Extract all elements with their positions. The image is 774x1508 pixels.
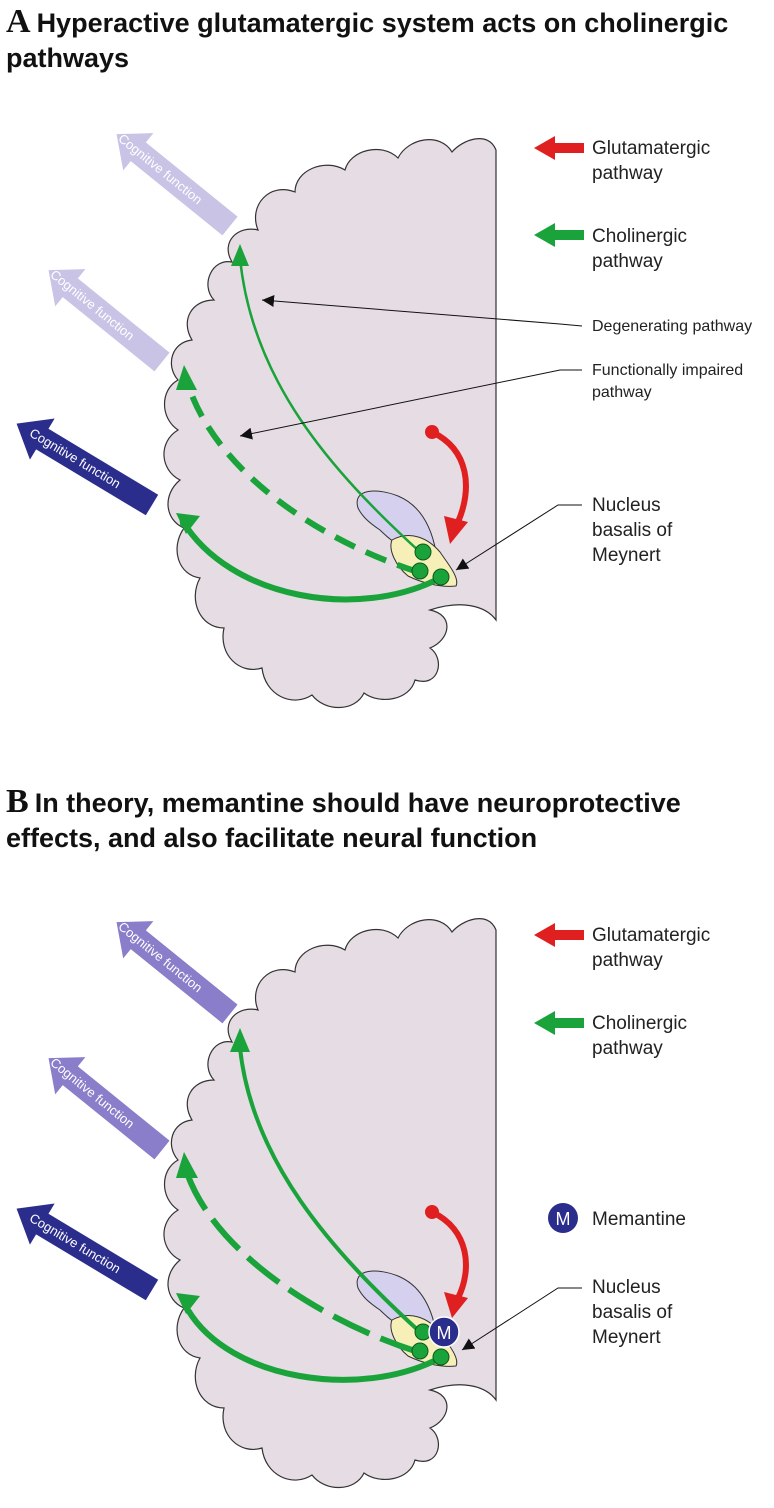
intact-pathway-head <box>176 513 200 534</box>
neuron-dot <box>432 568 450 586</box>
panel-a-title: Hyperactive glutamatergic system acts on… <box>6 8 729 73</box>
legend-red-arrow <box>534 923 584 947</box>
intact-pathway <box>179 515 442 603</box>
cognitive-label-top: Cognitive function <box>115 131 205 208</box>
legend-green-arrow <box>534 223 584 247</box>
glutamatergic-pathway-arrow <box>430 1209 469 1300</box>
panel-b-letter: B <box>6 783 29 820</box>
legend-memantine: M Memantine <box>548 1203 686 1233</box>
memantine-marker-label: M <box>437 1323 452 1343</box>
impaired-pathway-head <box>176 365 197 390</box>
callout-line-impaired <box>239 369 582 440</box>
callout-line-degenerating <box>261 294 583 327</box>
impaired-pathway <box>183 1169 419 1355</box>
cognitive-label-bottom: Cognitive function <box>27 1210 123 1276</box>
glutamatergic-arrow-head <box>444 1292 468 1318</box>
panel-a-letter: A <box>6 3 31 40</box>
panel-b-title: In theory, memantine should have neuropr… <box>6 788 681 853</box>
callout-line-nucleus <box>455 504 582 571</box>
legend-green-arrow <box>534 1011 584 1035</box>
cognitive-arrow-bottom: Cognitive function <box>16 1203 159 1301</box>
glutamatergic-pathway-arrow <box>430 429 469 524</box>
legend-red-arrow <box>534 136 584 160</box>
cognitive-label-middle: Cognitive function <box>47 1055 137 1132</box>
cognitive-label-bottom: Cognitive function <box>27 425 123 491</box>
cognitive-arrow-top: Cognitive function <box>115 919 238 1024</box>
cognitive-arrow-middle: Cognitive function <box>47 267 170 372</box>
cognitive-arrow-middle: Cognitive function <box>47 1055 170 1160</box>
neuron-dot <box>432 1348 450 1366</box>
legend-memantine-symbol: M <box>556 1209 571 1229</box>
impaired-pathway <box>182 373 419 575</box>
panel-a-diagram: Cognitive function Cognitive function Co… <box>16 131 753 709</box>
callout-degenerating: Degenerating pathway <box>592 318 752 335</box>
glutamatergic-arrow-head <box>444 516 468 544</box>
legend-memantine-label: Memantine <box>592 1209 686 1230</box>
intact-pathway-head <box>176 1293 200 1314</box>
memantine-marker <box>428 1316 460 1348</box>
cognitive-arrow-bottom: Cognitive function <box>16 418 159 516</box>
cognitive-arrow-top: Cognitive function <box>115 131 238 236</box>
neuron-dot <box>411 562 429 580</box>
intact-pathway <box>185 1308 442 1383</box>
cognitive-label-middle: Cognitive function <box>47 267 137 344</box>
impaired-pathway-head <box>176 1152 198 1178</box>
neuron-dot <box>411 1342 429 1360</box>
neuron-dot <box>414 543 432 561</box>
degenerating-pathway-head <box>231 244 249 266</box>
legend-memantine-icon <box>548 1203 578 1233</box>
callout-line-nucleus <box>461 1287 582 1351</box>
upper-pathway <box>238 1047 422 1334</box>
upper-pathway-head <box>230 1028 250 1052</box>
cognitive-label-top: Cognitive function <box>115 919 205 996</box>
panel-b-diagram: Cognitive function Cognitive function Co… <box>16 918 710 1489</box>
degenerating-pathway <box>235 253 421 553</box>
